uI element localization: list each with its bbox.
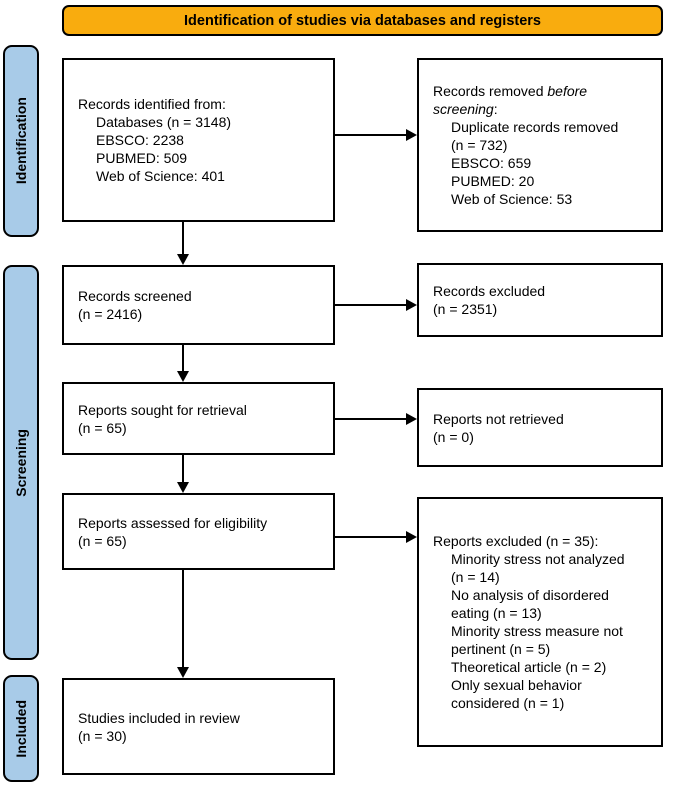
box-reports-assessed: Reports assessed for eligibility (n = 65… [62,493,335,570]
arrowhead-identified-to-removed [406,129,417,141]
box-studies-included: Studies included in review (n = 30) [62,678,335,775]
arrow-sought-to-assessed [182,455,184,484]
stage-label-included: Included [3,675,39,782]
banner-title: Identification of studies via databases … [184,12,541,29]
stage-label-identification: Identification [3,45,39,237]
arrowhead-assessed-to-reports-excluded [406,531,417,543]
arrow-identified-to-removed [335,134,406,136]
arrow-sought-to-not-retrieved [335,418,406,420]
box-reports-excluded: Reports excluded (n = 35): Minority stre… [417,497,663,747]
arrowhead-assessed-to-included [177,667,189,678]
arrowhead-identified-to-screened [177,254,189,265]
arrow-assessed-to-reports-excluded [335,536,406,538]
box-records-excluded: Records excluded (n = 2351) [417,263,663,337]
arrowhead-sought-to-assessed [177,482,189,493]
arrow-screened-to-sought [182,345,184,373]
arrowhead-screened-to-sought [177,371,189,382]
banner-databases-registers: Identification of studies via databases … [62,5,663,36]
arrow-screened-to-excluded [335,304,406,306]
arrow-assessed-to-included [182,570,184,669]
arrowhead-screened-to-excluded [406,299,417,311]
box-reports-not-retrieved: Reports not retrieved (n = 0) [417,388,663,467]
arrowhead-sought-to-not-retrieved [406,413,417,425]
box-records-removed: Records removed before screening: Duplic… [417,58,663,232]
arrow-identified-to-screened [182,222,184,256]
box-reports-sought: Reports sought for retrieval (n = 65) [62,382,335,455]
stage-label-screening: Screening [3,265,39,660]
box-records-identified: Records identified from: Databases (n = … [62,58,335,222]
box-records-screened: Records screened (n = 2416) [62,265,335,345]
